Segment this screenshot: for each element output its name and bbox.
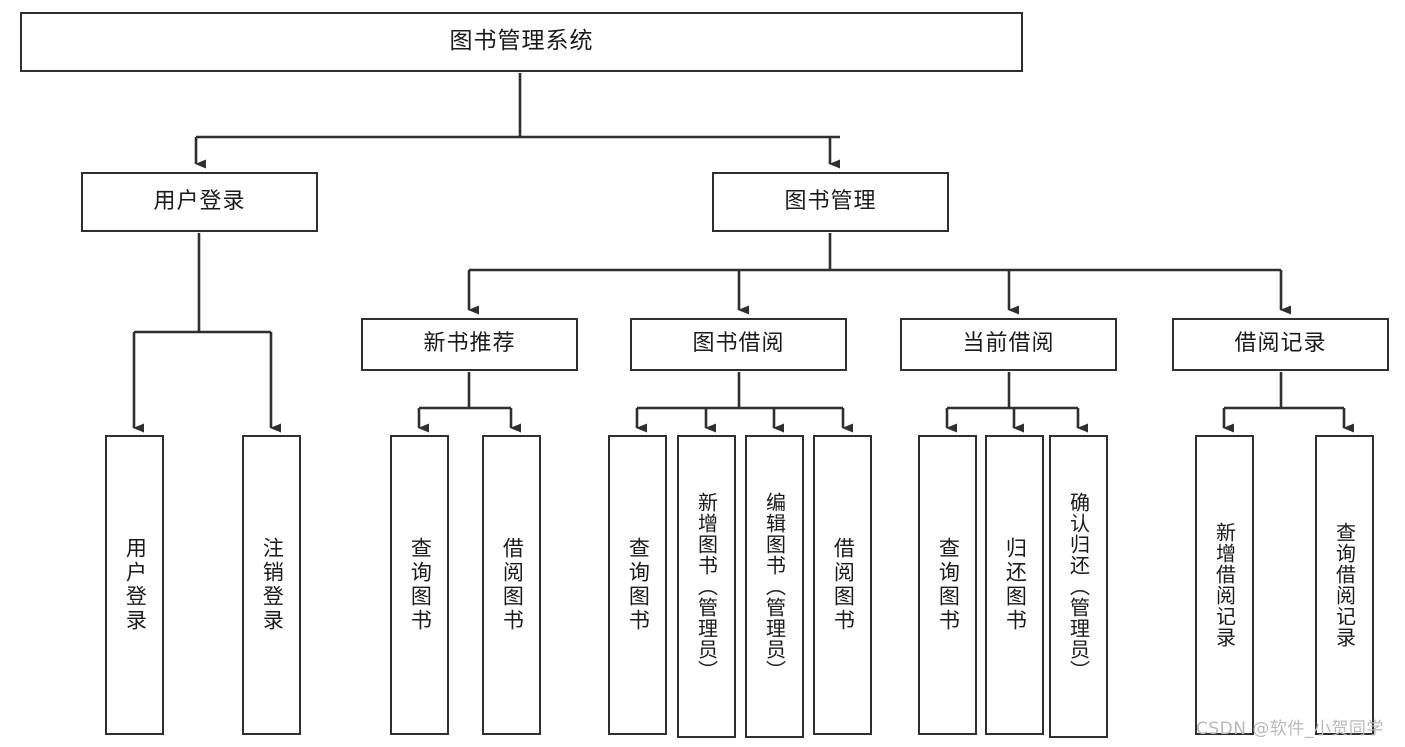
node-book-borrowing[interactable]: 图书借阅 bbox=[630, 318, 847, 371]
leaf-book-borrow-borrow-books[interactable]: 借阅图书 bbox=[813, 435, 872, 735]
leaf-new-book-query-books[interactable]: 查询图书 bbox=[390, 435, 449, 735]
node-book-management[interactable]: 图书管理 bbox=[712, 172, 949, 232]
node-current-borrowing[interactable]: 当前借阅 bbox=[900, 318, 1117, 371]
leaf-book-borrow-add-book-admin[interactable]: 新增图书（管理员） bbox=[677, 435, 736, 738]
leaf-record-query-borrow-record[interactable]: 查询借阅记录 bbox=[1315, 435, 1374, 735]
node-root-book-management-system[interactable]: 图书管理系统 bbox=[20, 12, 1023, 72]
leaf-current-borrow-return-books[interactable]: 归还图书 bbox=[985, 435, 1044, 735]
leaf-new-book-borrow-books[interactable]: 借阅图书 bbox=[482, 435, 541, 735]
leaf-book-borrow-edit-book-admin[interactable]: 编辑图书（管理员） bbox=[745, 435, 804, 738]
leaf-user-login-login[interactable]: 用户登录 bbox=[105, 435, 164, 735]
leaf-record-add-borrow-record[interactable]: 新增借阅记录 bbox=[1195, 435, 1254, 735]
node-borrowing-record[interactable]: 借阅记录 bbox=[1172, 318, 1389, 371]
leaf-current-borrow-query-books[interactable]: 查询图书 bbox=[918, 435, 977, 735]
node-user-login[interactable]: 用户登录 bbox=[81, 172, 318, 232]
leaf-book-borrow-query-books[interactable]: 查询图书 bbox=[608, 435, 667, 735]
leaf-user-login-logout[interactable]: 注销登录 bbox=[242, 435, 301, 735]
node-new-book-recommendation[interactable]: 新书推荐 bbox=[361, 318, 578, 371]
leaf-current-borrow-confirm-return-admin[interactable]: 确认归还（管理员） bbox=[1049, 435, 1108, 738]
